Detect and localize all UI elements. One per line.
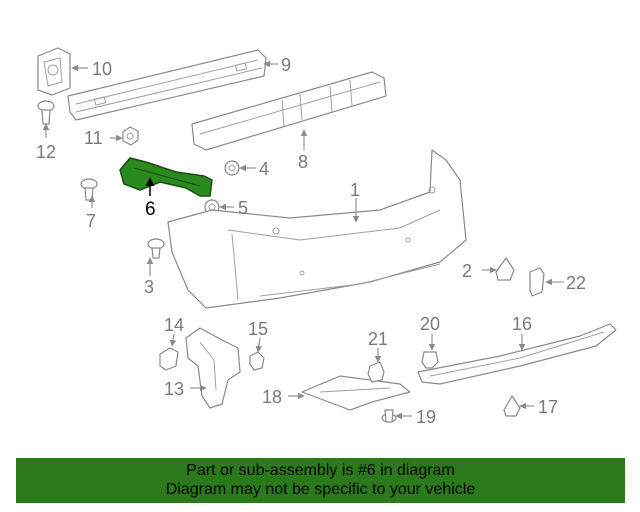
footer-line-disclaimer: Diagram may not be specific to your vehi… <box>165 481 476 498</box>
callout-7: 7 <box>86 211 96 231</box>
part-17-clip[interactable] <box>503 395 521 417</box>
part-11-nut[interactable] <box>122 126 139 146</box>
callout-12: 12 <box>36 142 56 162</box>
callout-16: 16 <box>512 314 532 334</box>
part-13-side-retainer[interactable] <box>185 327 241 409</box>
callout-4: 4 <box>259 159 269 179</box>
callout-3: 3 <box>144 277 154 297</box>
callout-21: 21 <box>368 329 388 349</box>
part-9-reinforcement-beam[interactable] <box>67 49 267 121</box>
callout-18: 18 <box>262 387 282 407</box>
part-15-nut[interactable] <box>249 351 265 371</box>
part-18-under-cover[interactable] <box>301 375 411 411</box>
callout-14: 14 <box>164 315 184 335</box>
part-1-bumper-cover[interactable] <box>167 149 467 309</box>
part-22-bracket[interactable] <box>529 267 545 297</box>
callout-8: 8 <box>298 152 308 172</box>
part-7-bolt[interactable] <box>80 178 98 201</box>
part-19-bolt[interactable] <box>381 409 397 423</box>
callout-15: 15 <box>248 319 268 339</box>
part-12-bolt[interactable] <box>37 100 55 125</box>
footer-line-part-number: Part or sub-assembly is #6 in diagram <box>186 462 455 479</box>
callout-labels: 10 9 11 12 8 4 6 7 5 1 3 2 22 14 15 13 2… <box>36 55 586 427</box>
callout-13: 13 <box>164 379 184 399</box>
part-6-retainer-highlighted[interactable] <box>119 157 213 197</box>
callout-19: 19 <box>416 407 436 427</box>
part-14-clip[interactable] <box>159 347 179 371</box>
callout-9: 9 <box>281 55 291 75</box>
callout-22: 22 <box>566 273 586 293</box>
part-3-screw[interactable] <box>147 238 165 259</box>
callout-10: 10 <box>92 59 112 79</box>
callout-17: 17 <box>538 397 558 417</box>
callout-5: 5 <box>238 198 248 218</box>
part-20-fastener[interactable] <box>421 351 439 369</box>
callout-6-highlighted: 6 <box>145 199 156 220</box>
callout-11: 11 <box>84 128 103 148</box>
callout-20: 20 <box>420 314 440 334</box>
footer-banner: Part or sub-assembly is #6 in diagram Di… <box>16 458 625 503</box>
part-2-grommet[interactable] <box>495 257 515 281</box>
callout-1: 1 <box>350 180 360 200</box>
callout-2: 2 <box>462 261 472 281</box>
part-10-bracket[interactable] <box>37 47 71 96</box>
part-8-energy-absorber[interactable] <box>191 71 387 151</box>
part-21-clip[interactable] <box>367 361 385 383</box>
leader-lines <box>42 60 564 420</box>
part-4-clip[interactable] <box>224 160 240 176</box>
part-16-lower-trim[interactable] <box>417 323 617 385</box>
